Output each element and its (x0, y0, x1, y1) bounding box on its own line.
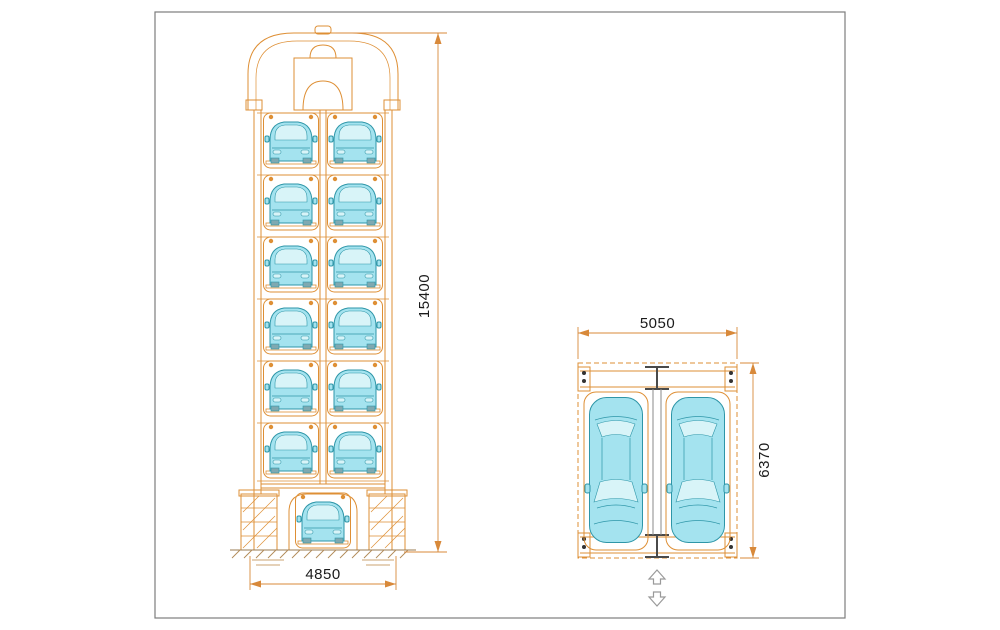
car-front-symbol (263, 174, 319, 231)
car-front-symbol (327, 422, 383, 479)
plan-depth-dimension: 6370 (740, 362, 773, 559)
car-front-symbol (327, 236, 383, 293)
pallet-outline-left (583, 391, 649, 551)
car-front-symbol (327, 360, 383, 417)
width-dimension: 4850 (249, 556, 397, 590)
center-column-bottom-beam (645, 534, 669, 558)
car-top-symbol (666, 397, 730, 543)
car-front-symbol (327, 112, 383, 169)
height-dimension: 15400 (336, 32, 447, 553)
car-front-symbol (263, 112, 319, 169)
foundation-annotation-marks (252, 559, 394, 566)
plan-width-dimension-label: 5050 (640, 315, 675, 332)
plan-view: 5050 6370 (577, 315, 773, 607)
car-front-symbol (327, 174, 383, 231)
front-elevation-view: 15400 4850 (230, 25, 447, 590)
drawing-border (154, 11, 846, 619)
top-hook-cap (314, 25, 332, 35)
entry-bay (261, 483, 385, 550)
pallet-outline-right (665, 391, 731, 551)
foundation (230, 489, 416, 566)
plan-width-dimension: 5050 (577, 315, 738, 359)
car-front-symbol (263, 298, 319, 355)
down-arrow-icon (647, 591, 667, 607)
drive-mechanism (293, 44, 353, 111)
car-front-symbol (263, 422, 319, 479)
up-arrow-icon (647, 569, 667, 585)
center-column-top-beam (645, 366, 669, 390)
ground-car-symbol (295, 492, 351, 549)
plan-cars (583, 391, 731, 551)
height-dimension-label: 15400 (416, 274, 433, 318)
car-top-symbol (584, 397, 648, 543)
tower-structure (245, 25, 401, 550)
center-column-web (652, 389, 662, 535)
rotation-direction-arrows (647, 569, 667, 607)
plan-depth-dimension-label: 6370 (756, 442, 773, 477)
car-front-symbol (263, 360, 319, 417)
car-front-symbol (263, 236, 319, 293)
car-front-symbol (327, 298, 383, 355)
width-dimension-label: 4850 (305, 566, 340, 583)
plan-frame (577, 366, 738, 558)
